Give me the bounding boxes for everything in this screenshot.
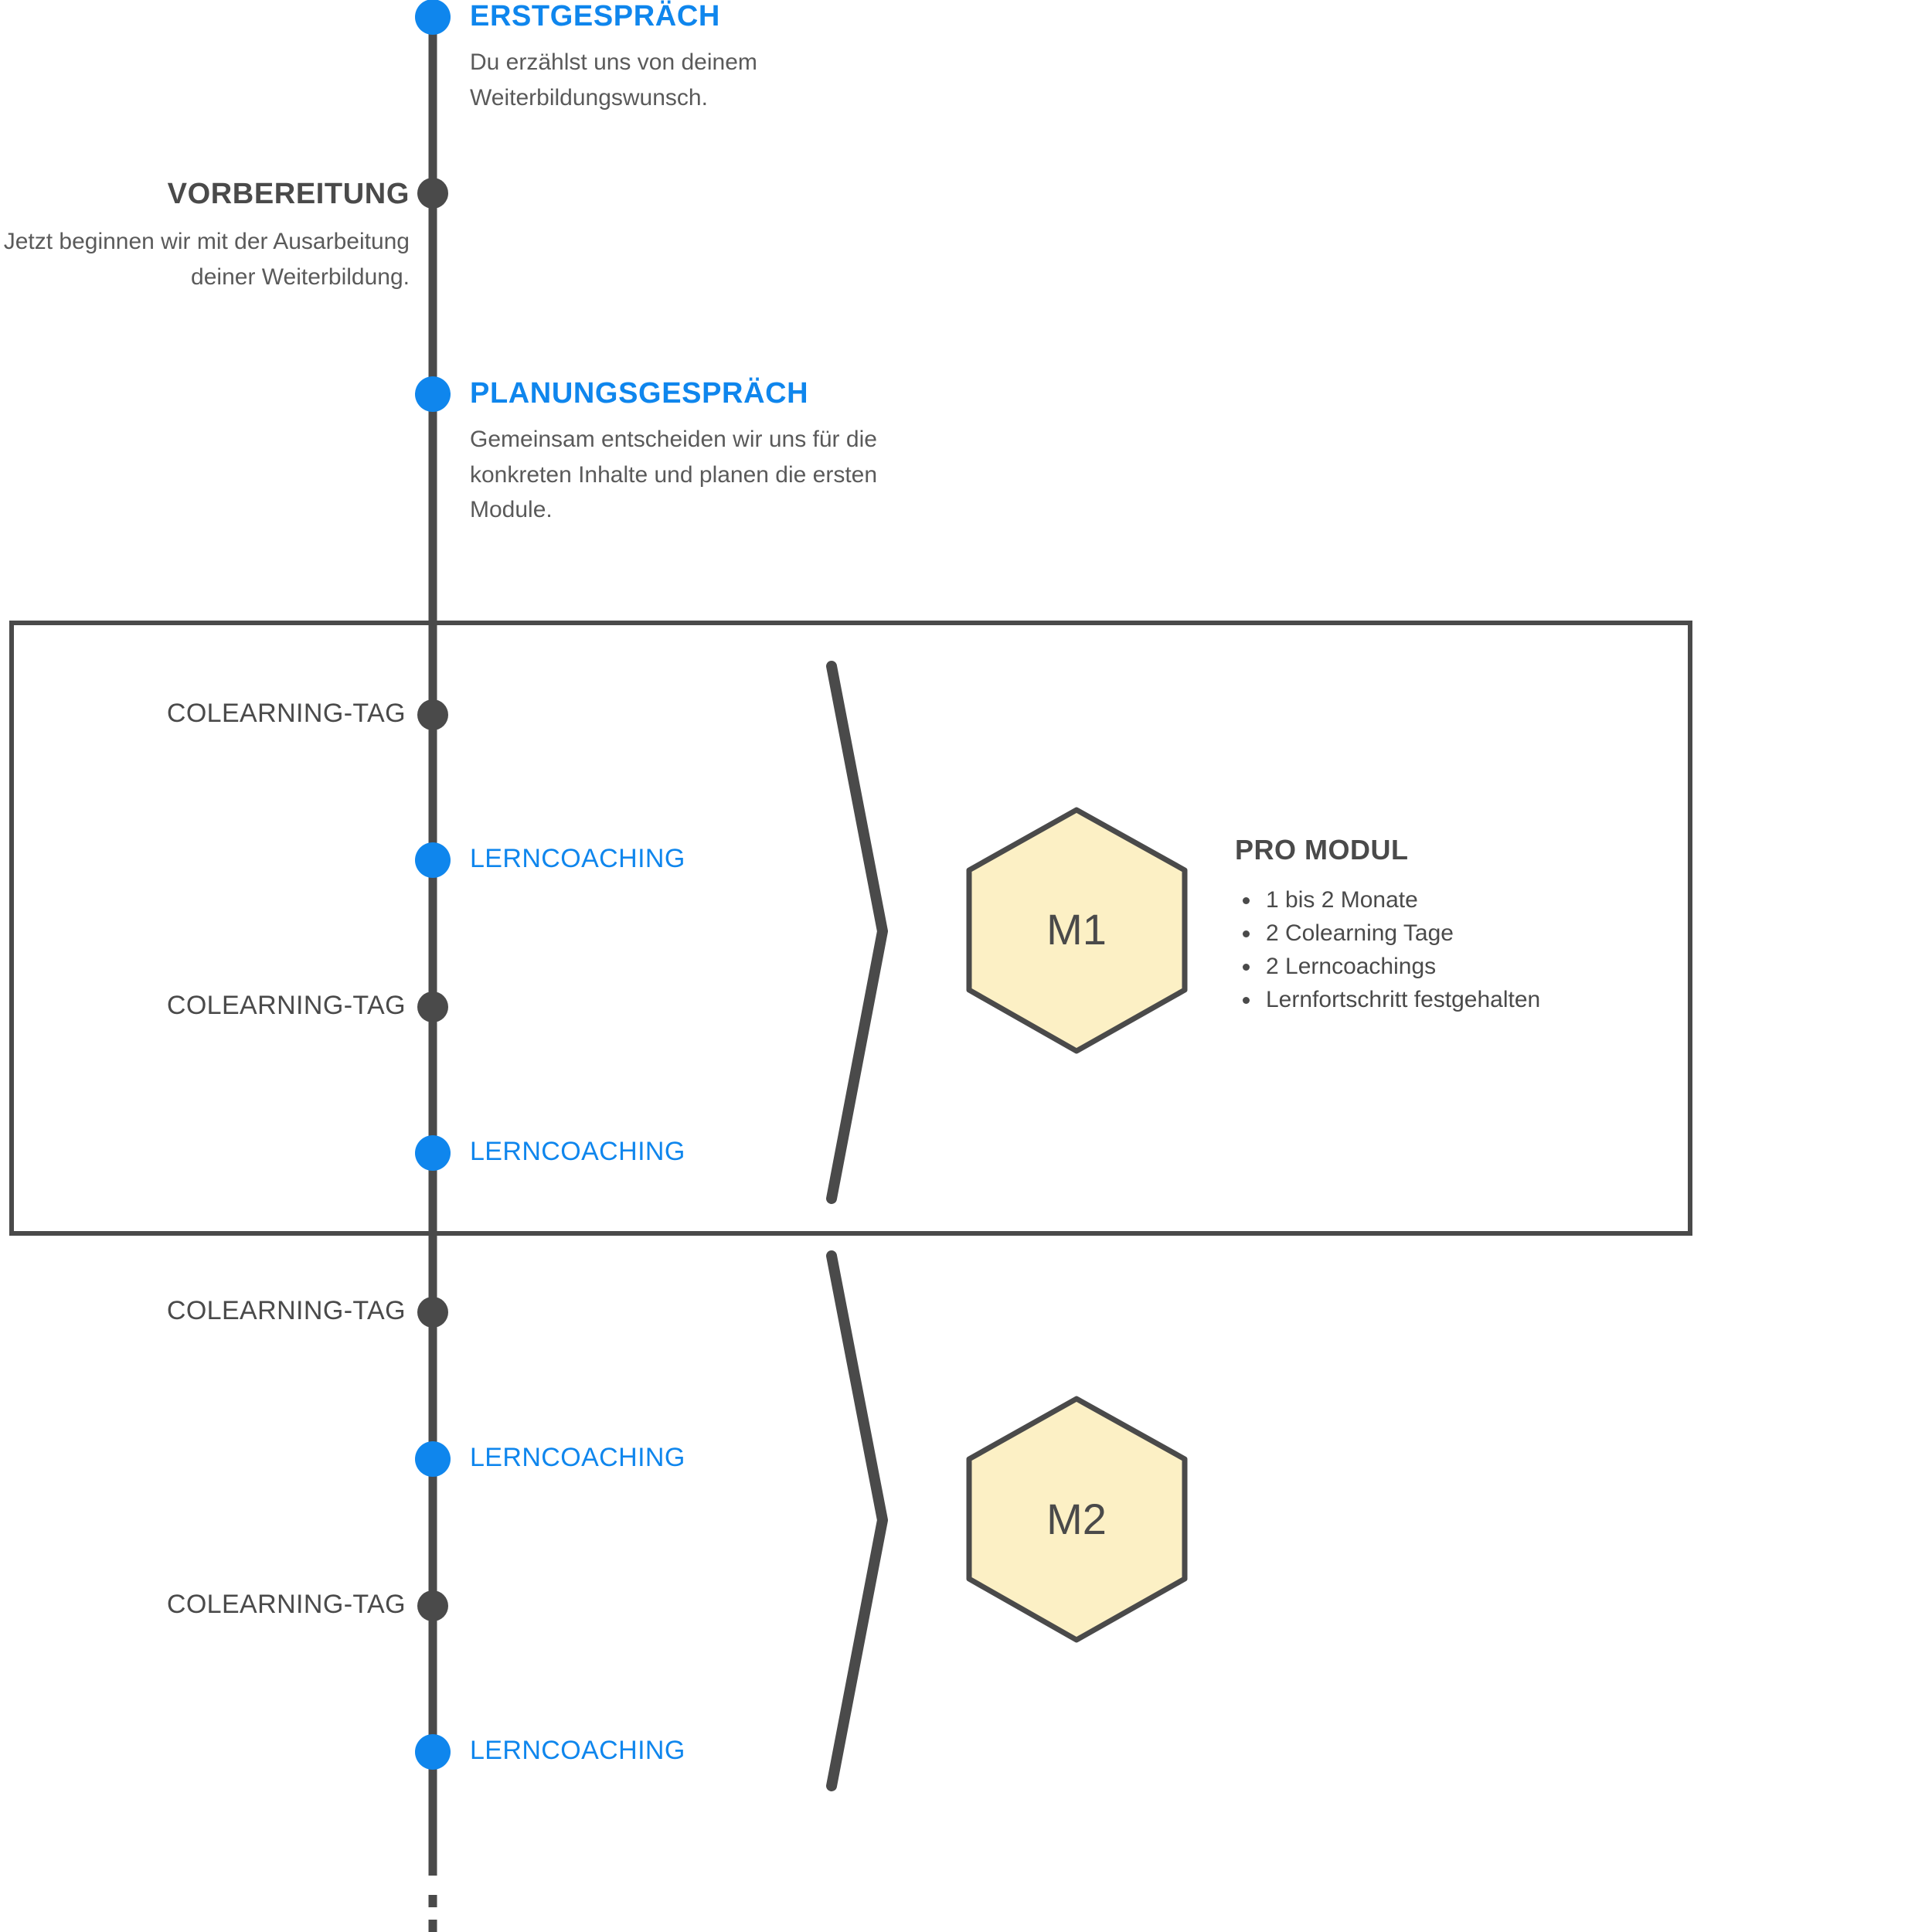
milestone-description-line: Jetzt beginnen wir mit der Ausarbeitung	[3, 229, 410, 254]
event-label-lerncoaching-3: LERNCOACHING	[470, 1443, 685, 1472]
marker-colearning-tag-1	[417, 699, 448, 730]
milestone-title-vorbereitung: VORBEREITUNG	[167, 178, 410, 210]
event-label-lerncoaching-2: LERNCOACHING	[470, 1137, 685, 1166]
milestone-description-line: Weiterbildungswunsch.	[470, 84, 708, 111]
pro-modul-bullet: 2 Lerncoachings	[1261, 951, 1668, 984]
pro-modul-bullet-list: 1 bis 2 Monate 2 Colearning Tage 2 Lernc…	[1235, 884, 1668, 1017]
pro-modul-info-panel: PRO MODUL 1 bis 2 Monate 2 Colearning Ta…	[1235, 836, 1668, 1017]
module-1-brace	[826, 661, 888, 1204]
event-label-colearning-tag-2: COLEARNING-TAG	[166, 991, 406, 1020]
event-label-colearning-tag-3: COLEARNING-TAG	[166, 1296, 406, 1325]
marker-lerncoaching-1	[415, 842, 451, 878]
milestone-description-line: Module.	[470, 497, 553, 523]
event-label-lerncoaching-1: LERNCOACHING	[470, 844, 685, 873]
milestone-title-erstgespraech: ERSTGESPRÄCH	[470, 0, 720, 32]
pro-modul-bullet: 1 bis 2 Monate	[1261, 884, 1668, 917]
milestone-description-line: Du erzählst uns von deinem	[470, 49, 757, 75]
marker-planungsgespraech	[415, 376, 451, 412]
pro-modul-bullet: Lernfortschritt festgehalten	[1261, 984, 1668, 1017]
marker-vorbereitung	[417, 178, 448, 209]
event-label-colearning-tag-1: COLEARNING-TAG	[166, 699, 406, 728]
module-2-brace	[826, 1250, 888, 1791]
pro-modul-title: PRO MODUL	[1235, 834, 1409, 866]
event-label-lerncoaching-4: LERNCOACHING	[470, 1736, 685, 1765]
milestone-description-vorbereitung: Jetzt beginnen wir mit der Ausarbeitung …	[0, 224, 410, 294]
marker-lerncoaching-2	[415, 1135, 451, 1171]
module-2-hexagon	[966, 1396, 1188, 1643]
milestone-description-planungsgespraech: Gemeinsam entscheiden wir uns für die ko…	[470, 422, 918, 528]
milestone-description-line: Gemeinsam entscheiden wir uns für die	[470, 427, 877, 452]
marker-colearning-tag-3	[417, 1297, 448, 1328]
module-2-label: M2	[1046, 1495, 1107, 1543]
marker-lerncoaching-4	[415, 1734, 451, 1770]
milestone-description-line: deiner Weiterbildung.	[191, 264, 410, 290]
marker-erstgespraech	[415, 0, 451, 35]
marker-colearning-tag-2	[417, 992, 448, 1022]
event-label-colearning-tag-4: COLEARNING-TAG	[166, 1590, 406, 1619]
milestone-title-planungsgespraech: PLANUNGSGESPRÄCH	[470, 377, 809, 410]
module-1-label: M1	[1046, 905, 1107, 954]
module-highlight-box	[9, 621, 1692, 1236]
milestone-description-line: konkreten Inhalte und planen die ersten	[470, 461, 878, 488]
module-1-hexagon	[966, 807, 1188, 1054]
milestone-description-erstgespraech: Du erzählst uns von deinem Weiterbildung…	[470, 45, 903, 115]
marker-lerncoaching-3	[415, 1441, 451, 1477]
pro-modul-bullet: 2 Colearning Tage	[1261, 917, 1668, 951]
marker-colearning-tag-4	[417, 1590, 448, 1621]
